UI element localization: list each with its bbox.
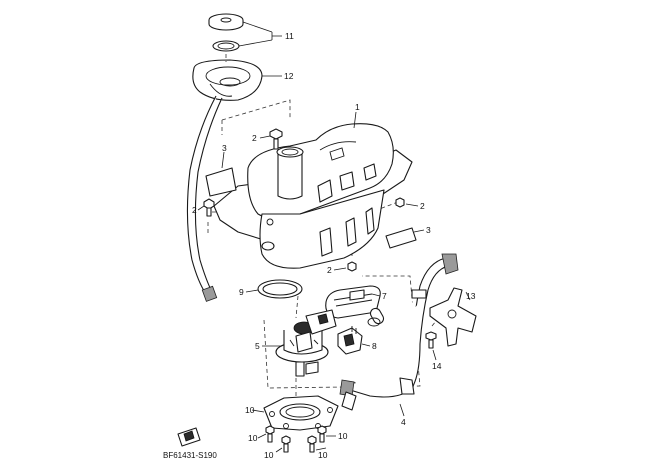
callout-4: 4 xyxy=(401,417,406,427)
callout-13: 13 xyxy=(466,291,476,301)
part-13-bracket xyxy=(429,287,477,347)
part-11-cap xyxy=(208,13,282,52)
part-3-dampers xyxy=(205,151,425,249)
callout-10a: 10 xyxy=(248,433,258,443)
part-14-screw xyxy=(425,331,437,361)
callout-1: 1 xyxy=(355,102,360,112)
part-8-o-ring xyxy=(245,279,303,299)
callout-2a: 2 xyxy=(252,133,257,143)
part-4-fuel-hose xyxy=(339,253,459,417)
callout-6: 7 xyxy=(382,291,387,301)
callout-9: 10 xyxy=(245,405,255,415)
part-9-pump-plate xyxy=(251,395,339,431)
callout-10c: 10 xyxy=(264,450,274,460)
diagram-code: BF61431-S190 xyxy=(163,451,217,460)
callout-11: 11 xyxy=(285,31,294,41)
callout-10b: 10 xyxy=(338,431,348,441)
part-1-fuel-tank xyxy=(213,111,413,269)
callout-5: 5 xyxy=(255,341,260,351)
callout-labels: 11 12 1 2 3 2 2 3 2 9 7 13 5 8 14 10 4 1… xyxy=(192,31,476,460)
part-7-connector xyxy=(337,326,371,355)
callout-2d: 2 xyxy=(327,265,332,275)
callout-14: 14 xyxy=(432,361,442,371)
part-2-bolts xyxy=(197,128,419,272)
callout-8: 9 xyxy=(239,287,244,297)
callout-12: 12 xyxy=(284,71,294,81)
callout-2c: 2 xyxy=(420,201,425,211)
part-5-fuel-pump xyxy=(262,307,385,377)
callout-10d: 10 xyxy=(318,450,328,460)
part-6-fuel-filter xyxy=(325,285,381,319)
part-10-bolts xyxy=(257,425,336,453)
book-icon xyxy=(177,427,201,447)
part-12-filler-tray xyxy=(192,59,282,101)
callout-7: 8 xyxy=(372,341,377,351)
callout-3a: 3 xyxy=(222,143,227,153)
callout-2b: 2 xyxy=(192,205,197,215)
drain-hose xyxy=(186,95,223,302)
callout-3b: 3 xyxy=(426,225,431,235)
